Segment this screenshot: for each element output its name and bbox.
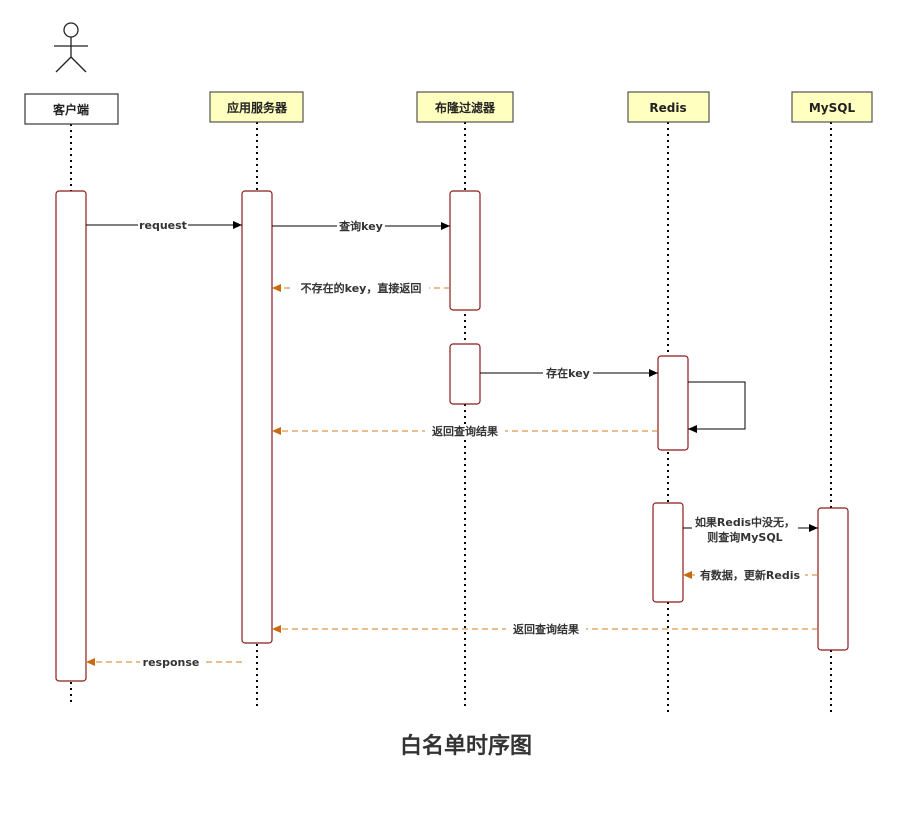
participant-label: 布隆过滤器 <box>435 100 496 115</box>
activations <box>55 190 849 682</box>
message-label: 有数据，更新Redis <box>700 568 801 582</box>
activation-bloom-2 <box>449 343 481 405</box>
activation-redis-2 <box>652 502 684 603</box>
message-label: 查询key <box>339 219 383 233</box>
participant-label: Redis <box>649 101 686 115</box>
message-key-not-exist: 不存在的key，直接返回 <box>272 281 450 295</box>
activation-client <box>55 190 87 682</box>
message-label: 存在key <box>546 366 590 380</box>
message-request: request <box>86 218 242 232</box>
message-label-line-2: 则查询MySQL <box>707 530 782 544</box>
participant-app: 应用服务器 <box>209 91 304 123</box>
message-label: 返回查询结果 <box>513 622 579 636</box>
activation-app <box>241 190 273 644</box>
message-redis-self <box>688 381 746 433</box>
message-label-line-1: 如果Redis中没无， <box>695 515 795 529</box>
participant-mysql: MySQL <box>791 91 873 123</box>
actor-icon <box>54 22 88 73</box>
message-key-exists: 存在key <box>480 366 658 380</box>
activation-bloom-1 <box>449 190 481 311</box>
participant-redis: Redis <box>627 91 710 123</box>
message-query-mysql: 如果Redis中没无， 则查询MySQL <box>683 514 818 544</box>
message-response: response <box>86 655 242 669</box>
participant-label: 客户端 <box>52 102 89 117</box>
message-update-redis: 有数据，更新Redis <box>683 568 818 582</box>
message-label: 返回查询结果 <box>432 424 498 438</box>
diagram-title: 白名单时序图 <box>400 733 532 759</box>
participant-client: 客户端 <box>24 93 119 125</box>
message-redis-return: 返回查询结果 <box>272 424 658 438</box>
activation-redis-1 <box>657 355 689 451</box>
activation-mysql <box>817 507 849 651</box>
participant-label: MySQL <box>809 101 856 115</box>
participant-bloom: 布隆过滤器 <box>416 91 514 123</box>
message-query-key: 查询key <box>272 219 450 233</box>
participant-label: 应用服务器 <box>227 100 288 115</box>
message-label: request <box>139 219 187 232</box>
message-label: 不存在的key，直接返回 <box>301 281 422 295</box>
message-mysql-return: 返回查询结果 <box>272 622 818 636</box>
message-label: response <box>143 656 200 669</box>
